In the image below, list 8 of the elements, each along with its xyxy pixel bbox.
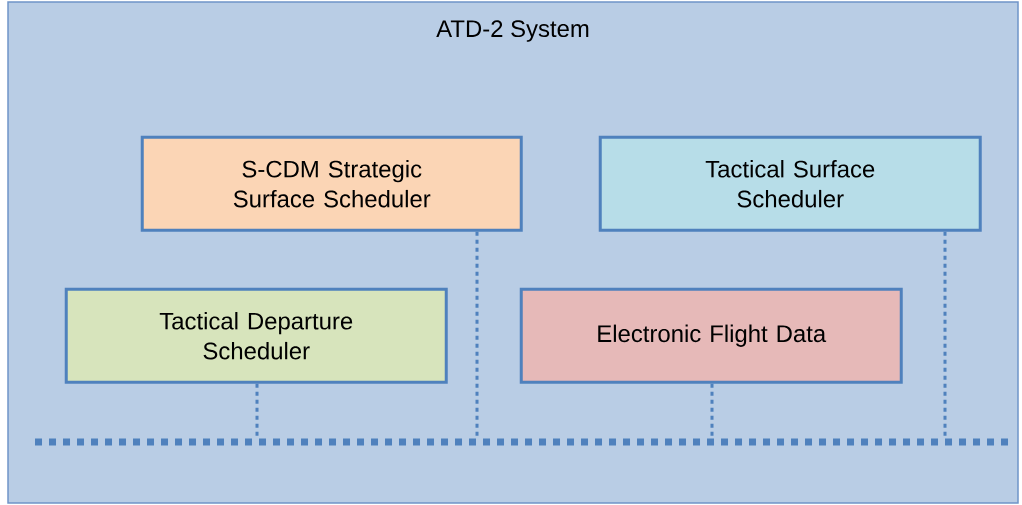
connector-line [943,231,947,438]
component-box: Tactical Surface Scheduler [598,135,982,232]
connector-line [255,383,259,438]
component-box: S-CDM Strategic Surface Scheduler [140,135,523,232]
component-box: Electronic Flight Data [519,287,903,384]
connector-line [710,383,714,438]
connector-line [475,231,479,438]
component-box: Tactical Departure Scheduler [64,287,448,384]
